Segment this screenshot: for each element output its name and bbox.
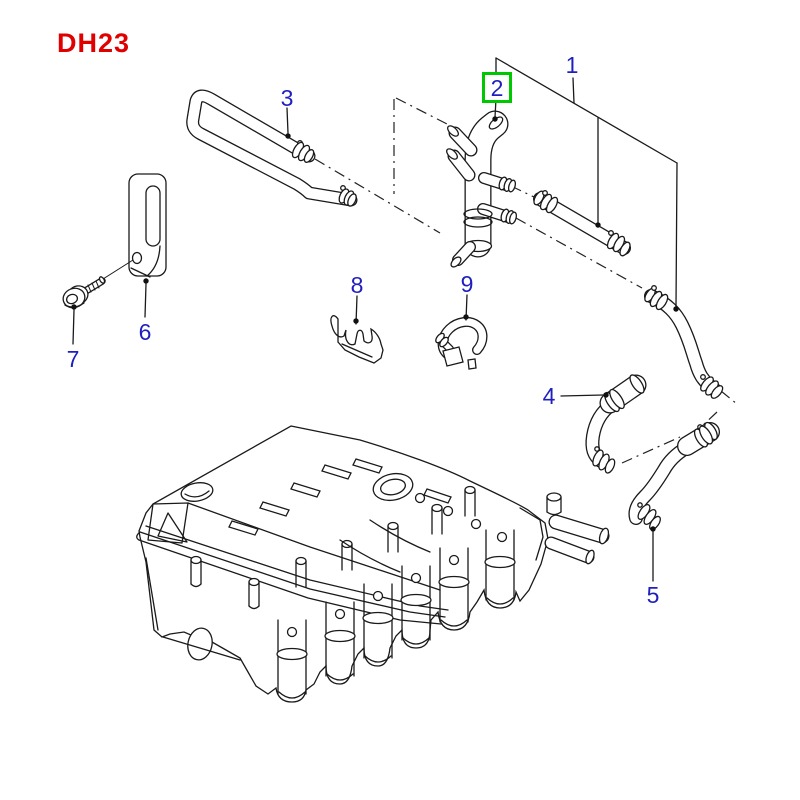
- part-callout-3[interactable]: 3: [280, 85, 294, 111]
- part-6-bracket-drawing: [128, 173, 167, 278]
- assembly-centerlines: [314, 97, 738, 464]
- part-callout-1[interactable]: 1: [565, 52, 579, 78]
- part-8-bracket-clamp-drawing: [330, 315, 384, 364]
- part-1-straight-hose-drawing: [533, 190, 631, 257]
- part-callout-2[interactable]: 2: [490, 74, 504, 101]
- part-2-valve-drawing: [446, 110, 518, 268]
- selection-highlight-box: 2: [482, 72, 512, 103]
- part-callout-5[interactable]: 5: [646, 582, 660, 608]
- part-callout-7[interactable]: 7: [66, 346, 80, 372]
- part-callout-6[interactable]: 6: [138, 319, 152, 345]
- part-3-pipe-drawing: [186, 89, 358, 207]
- part-callout-8[interactable]: 8: [350, 272, 364, 298]
- part-7-bolt-drawing: [62, 259, 134, 309]
- diagram-code-label: DH23: [57, 28, 131, 58]
- part-9-hose-clamp-drawing: [435, 316, 488, 370]
- part-callout-9[interactable]: 9: [460, 271, 474, 297]
- engine-assembly-drawing: [136, 425, 610, 703]
- part-5-hose-drawing: [628, 421, 720, 531]
- part-4-hose-drawing: [585, 374, 647, 474]
- part-1-curved-hose-drawing: [644, 285, 724, 399]
- part-callout-4[interactable]: 4: [542, 383, 556, 409]
- callout-leader-lines: [71, 57, 679, 582]
